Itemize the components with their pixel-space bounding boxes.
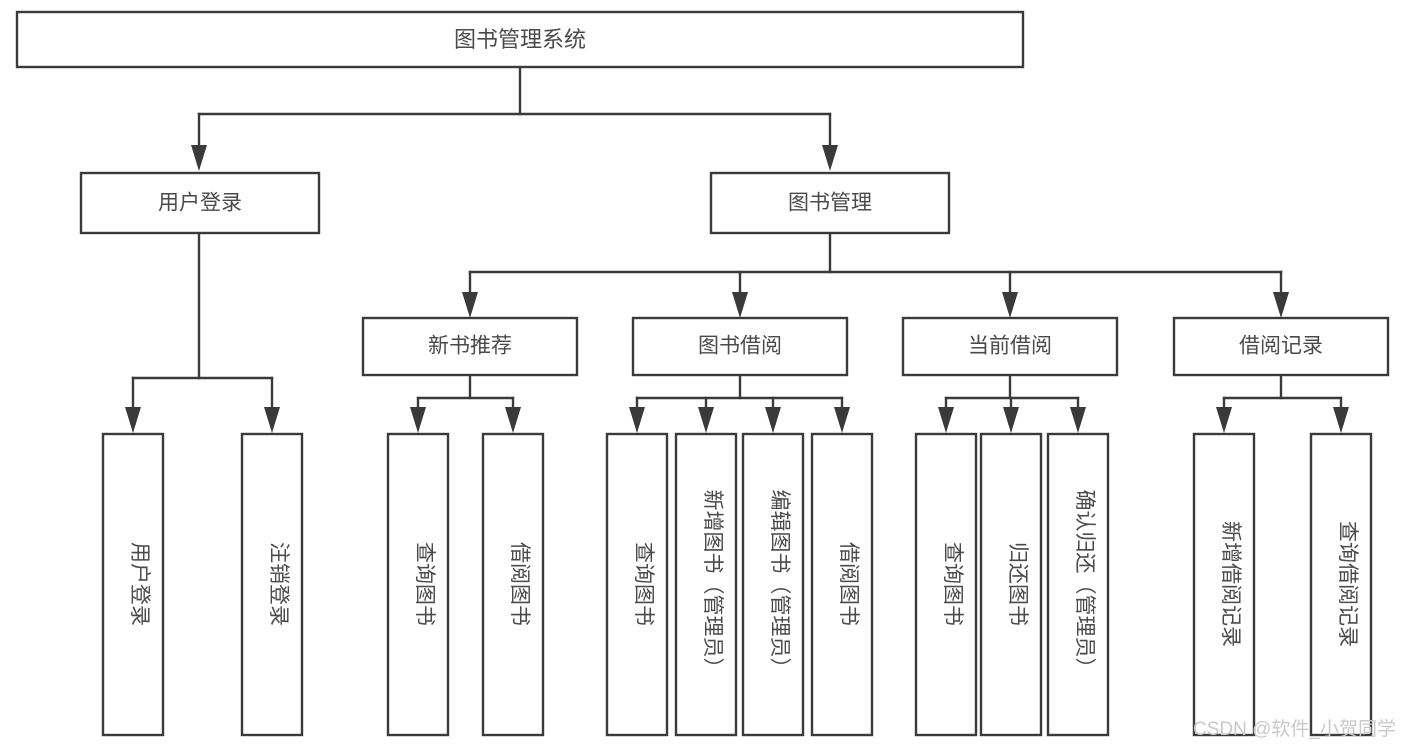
arrow-to-borrow-record	[1273, 292, 1289, 318]
arrow-leaf-edit-book	[765, 407, 781, 433]
node-leaf-confirm-return[interactable]: 确认归还（管理员）	[1046, 432, 1110, 737]
node-leaf-borrow-book-2-label: 借阅图书	[837, 542, 860, 626]
arrow-to-current-borrow	[1002, 292, 1018, 318]
node-new-book-recommend-box[interactable]	[361, 316, 579, 377]
arrow-leaf-query-book-2	[629, 407, 645, 433]
node-leaf-query-book-3-label: 查询图书	[941, 542, 964, 626]
arrow-to-book-borrow	[732, 292, 748, 318]
node-leaf-edit-book-label: 编辑图书（管理员）	[768, 490, 791, 679]
node-leaf-query-record[interactable]: 查询借阅记录	[1309, 432, 1373, 737]
arrow-leaf-confirm-return	[1070, 407, 1086, 433]
node-leaf-user-login-box[interactable]	[101, 432, 165, 737]
node-borrow-record[interactable]: 借阅记录	[1172, 316, 1390, 377]
node-leaf-add-record-box[interactable]	[1192, 432, 1256, 737]
node-user-login[interactable]: 用户登录	[79, 171, 321, 235]
node-leaf-borrow-book-1[interactable]: 借阅图书	[481, 432, 545, 737]
arrow-leaf-logout	[264, 407, 280, 433]
node-leaf-query-book-1[interactable]: 查询图书	[386, 432, 450, 737]
arrow-leaf-borrow-book-1	[505, 407, 521, 433]
node-leaf-edit-book[interactable]: 编辑图书（管理员）	[741, 432, 805, 737]
node-leaf-query-book-2[interactable]: 查询图书	[605, 432, 669, 737]
arrow-leaf-add-record	[1216, 407, 1232, 433]
node-borrow-record-box[interactable]	[1172, 316, 1390, 377]
node-book-management[interactable]: 图书管理	[709, 171, 951, 235]
watermark-text: CSDN @软件_小贺同学	[1193, 718, 1396, 740]
node-leaf-return-book-box[interactable]	[979, 432, 1043, 737]
node-leaf-user-login-label: 用户登录	[128, 542, 151, 626]
node-leaf-logout[interactable]: 注销登录	[240, 432, 304, 737]
node-new-book-recommend-label: 新书推荐	[428, 335, 512, 358]
arrow-leaf-return-book	[1003, 407, 1019, 433]
arrow-to-new-book-recommend	[462, 292, 478, 318]
arrow-leaf-query-book-1	[410, 407, 426, 433]
node-leaf-edit-book-box[interactable]	[741, 432, 805, 737]
node-leaf-add-record[interactable]: 新增借阅记录	[1192, 432, 1256, 737]
node-book-borrow[interactable]: 图书借阅	[631, 316, 849, 377]
node-leaf-query-book-2-box[interactable]	[605, 432, 669, 737]
node-leaf-borrow-book-2[interactable]: 借阅图书	[810, 432, 874, 737]
node-book-management-box[interactable]	[709, 171, 951, 235]
node-leaf-logout-box[interactable]	[240, 432, 304, 737]
connectors	[125, 65, 1349, 433]
node-book-management-label: 图书管理	[788, 192, 872, 215]
node-leaf-confirm-return-box[interactable]	[1046, 432, 1110, 737]
arrow-leaf-query-book-3	[938, 407, 954, 433]
node-book-borrow-label: 图书借阅	[698, 335, 782, 358]
node-leaf-query-record-label: 查询借阅记录	[1336, 521, 1359, 647]
node-leaf-user-login[interactable]: 用户登录	[101, 432, 165, 737]
node-borrow-record-label: 借阅记录	[1239, 335, 1323, 358]
node-root-box[interactable]	[15, 10, 1025, 69]
node-leaf-add-book-box[interactable]	[674, 432, 738, 737]
node-leaf-return-book[interactable]: 归还图书	[979, 432, 1043, 737]
node-user-login-box[interactable]	[79, 171, 321, 235]
node-current-borrow-label: 当前借阅	[968, 335, 1052, 358]
node-leaf-logout-label: 注销登录	[267, 542, 290, 626]
node-root[interactable]: 图书管理系统	[15, 10, 1025, 69]
arrow-to-book-management	[822, 145, 838, 171]
node-leaf-query-record-box[interactable]	[1309, 432, 1373, 737]
node-current-borrow-box[interactable]	[901, 316, 1119, 377]
node-leaf-add-book[interactable]: 新增图书（管理员）	[674, 432, 738, 737]
node-leaf-borrow-book-1-box[interactable]	[481, 432, 545, 737]
node-leaf-borrow-book-2-box[interactable]	[810, 432, 874, 737]
arrow-leaf-add-book	[698, 407, 714, 433]
node-leaf-query-book-2-label: 查询图书	[632, 542, 655, 626]
arrow-leaf-query-record	[1333, 407, 1349, 433]
node-leaf-confirm-return-label: 确认归还（管理员）	[1073, 490, 1096, 679]
node-leaf-query-book-1-label: 查询图书	[413, 542, 436, 626]
node-leaf-return-book-label: 归还图书	[1006, 542, 1029, 626]
node-leaf-borrow-book-1-label: 借阅图书	[508, 542, 531, 626]
node-leaf-query-book-3[interactable]: 查询图书	[914, 432, 978, 737]
node-leaf-query-book-1-box[interactable]	[386, 432, 450, 737]
node-book-borrow-box[interactable]	[631, 316, 849, 377]
node-leaf-add-record-label: 新增借阅记录	[1219, 521, 1242, 647]
arrow-leaf-user-login	[125, 407, 141, 433]
node-root-label: 图书管理系统	[454, 27, 586, 52]
node-current-borrow[interactable]: 当前借阅	[901, 316, 1119, 377]
node-leaf-query-book-3-box[interactable]	[914, 432, 978, 737]
arrow-to-user-login	[191, 145, 207, 171]
arrow-leaf-borrow-book-2	[834, 407, 850, 433]
node-new-book-recommend[interactable]: 新书推荐	[361, 316, 579, 377]
node-user-login-label: 用户登录	[158, 192, 242, 215]
node-leaf-add-book-label: 新增图书（管理员）	[701, 490, 724, 679]
